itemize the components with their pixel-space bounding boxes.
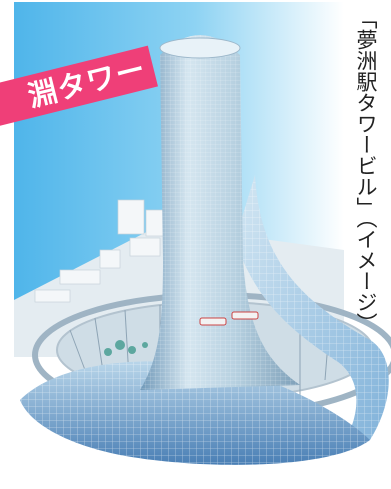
train-cars xyxy=(199,311,259,326)
image-caption: 「夢洲駅タワービル」（イメージ） xyxy=(354,8,378,334)
plaza-trees xyxy=(104,340,148,356)
city-blocks xyxy=(34,199,167,303)
tower-top xyxy=(159,37,241,59)
